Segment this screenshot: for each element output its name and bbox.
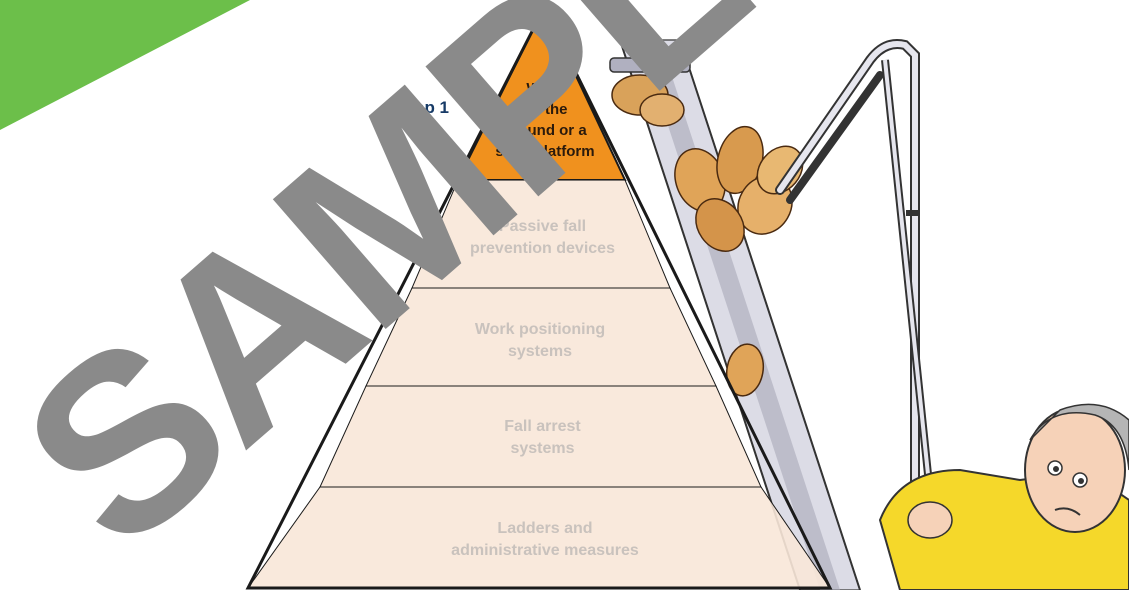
corner-accent <box>0 0 250 130</box>
tier-3-line-2: systems <box>507 343 573 360</box>
tier-3-line-1: Work positioning <box>474 321 606 338</box>
tier-2-line-1: Passive fall <box>498 218 587 235</box>
tier-4-line-2: systems <box>510 440 575 457</box>
worker-illustration <box>878 403 1129 591</box>
tier-3-label: Work positioning systems <box>420 319 660 363</box>
tier-1-line-2: on the <box>522 101 568 118</box>
tier-5-line-2: administrative measures <box>451 542 639 559</box>
hierarchy-pyramid <box>245 4 833 590</box>
tier-5-line-1: Ladders and <box>497 520 593 537</box>
tier-2-label: Passive fall prevention devices <box>430 216 655 260</box>
tier-5-label: Ladders and administrative measures <box>390 518 700 562</box>
tier-4-line-1: Fall arrest <box>504 418 581 435</box>
tier-4-label: Fall arrest systems <box>430 416 655 460</box>
pyramid-outline <box>245 4 833 590</box>
tier-2-line-2: prevention devices <box>470 240 615 257</box>
tier-1-line-4: solid platform <box>495 143 595 160</box>
step-label: Step 1 <box>398 98 450 117</box>
tier-1-line-3: ground or a <box>503 122 587 139</box>
tier-1-line-1: Work <box>526 80 564 97</box>
tier-1-label: Work on the ground or a solid platform <box>460 78 630 162</box>
